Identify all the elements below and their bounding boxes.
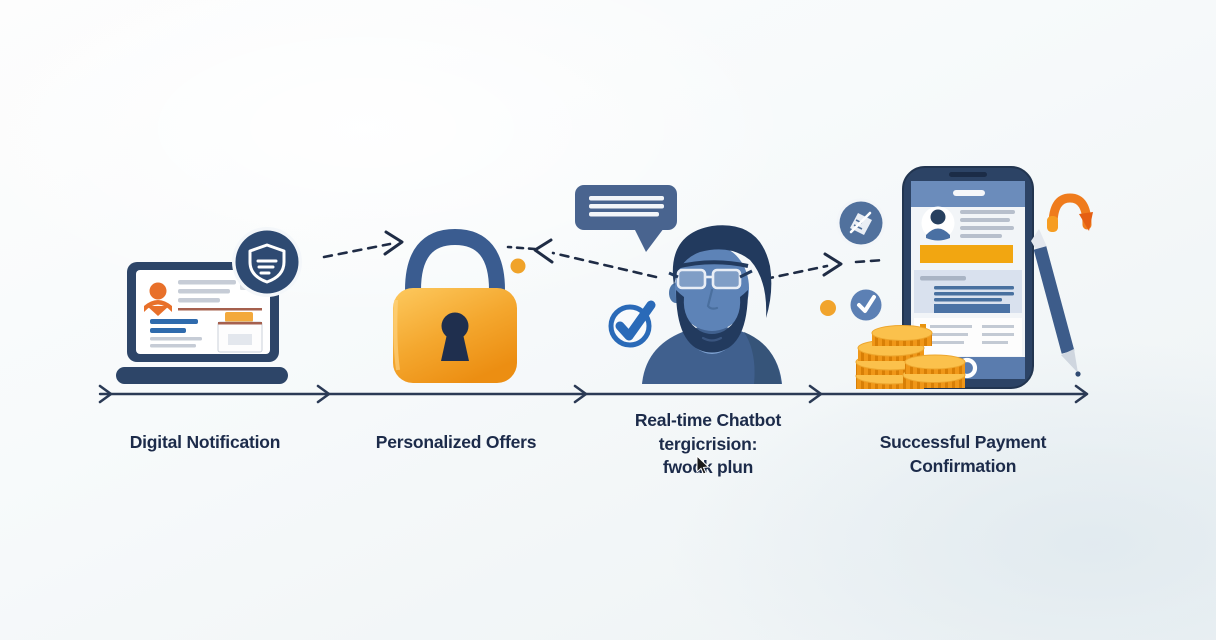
speaker-bar — [953, 190, 985, 196]
man-avatar — [642, 225, 782, 384]
dashed-arrow-3 — [763, 252, 886, 281]
dashed-arrow-2 — [506, 238, 658, 279]
timeline-arrow-icon — [573, 384, 588, 404]
user-icon — [144, 282, 172, 316]
avatar-icon — [921, 206, 955, 241]
detail-panel — [914, 270, 1022, 313]
nose — [706, 288, 719, 310]
mouth — [701, 336, 723, 342]
document-pen-icon — [849, 211, 872, 235]
mouse-cursor-icon — [696, 455, 710, 475]
screen-card — [217, 321, 263, 353]
hair — [672, 225, 772, 318]
dashed-arrow-1 — [322, 230, 404, 259]
label-line: Personalized Offers — [375, 432, 537, 452]
payment-illustration — [820, 166, 1093, 389]
confirm-button — [934, 304, 1010, 313]
face — [675, 245, 749, 331]
timeline-axis — [98, 384, 1089, 404]
stage-label-personalized-offers: Personalized Offers — [346, 431, 566, 455]
phone-top-bar — [949, 172, 987, 177]
label-line: Real-time Chatbot — [634, 410, 782, 430]
padlock-highlight — [393, 299, 400, 371]
glasses-icon — [668, 260, 753, 290]
orange-dot — [510, 258, 526, 274]
padlock-illustration — [393, 228, 526, 383]
coins-icon — [855, 325, 966, 389]
label-line: tergicrision: — [658, 433, 758, 454]
shield-icon — [248, 243, 286, 284]
label-line: Confirmation — [909, 455, 1017, 476]
body-text-lines — [150, 337, 202, 348]
laptop-illustration — [116, 227, 302, 384]
checkmark-badge — [850, 289, 882, 321]
highlighted-text-lines — [150, 319, 198, 333]
label-line: Successful Payment — [879, 432, 1047, 452]
chatbot-illustration — [575, 185, 782, 384]
divider-line — [178, 308, 262, 311]
pen-icon — [1031, 229, 1081, 377]
pay-button — [920, 245, 1013, 263]
timeline-arrow-icon — [1074, 384, 1089, 404]
headset-icon — [1047, 193, 1093, 232]
stage-label-payment-confirmation: Successful Payment Confirmation — [853, 431, 1073, 478]
stage-label-digital-notification: Digital Notification — [95, 431, 315, 455]
document-pen-badge — [836, 198, 886, 248]
screen-button — [225, 312, 253, 322]
checkmark-circle — [608, 300, 656, 348]
orange-dot — [820, 300, 836, 316]
keyhole-icon — [441, 312, 469, 361]
dashed-connectors — [322, 230, 886, 281]
timeline-arrow-icon — [98, 384, 113, 404]
beard — [676, 290, 748, 353]
speech-bubble-icon — [575, 185, 677, 252]
message-text-lines — [960, 210, 1015, 238]
laptop-base — [116, 367, 288, 384]
checkmark-icon — [615, 300, 656, 341]
label-line: Digital Notification — [129, 432, 281, 452]
padlock-shackle — [405, 228, 505, 310]
timeline-arrow-icon — [808, 384, 823, 404]
shield-badge — [232, 227, 302, 297]
timeline-arrow-icon — [316, 384, 331, 404]
coin-stack-front — [902, 354, 966, 388]
torso-shade — [744, 332, 781, 384]
torso — [642, 326, 782, 384]
checkmark-icon — [857, 295, 876, 313]
